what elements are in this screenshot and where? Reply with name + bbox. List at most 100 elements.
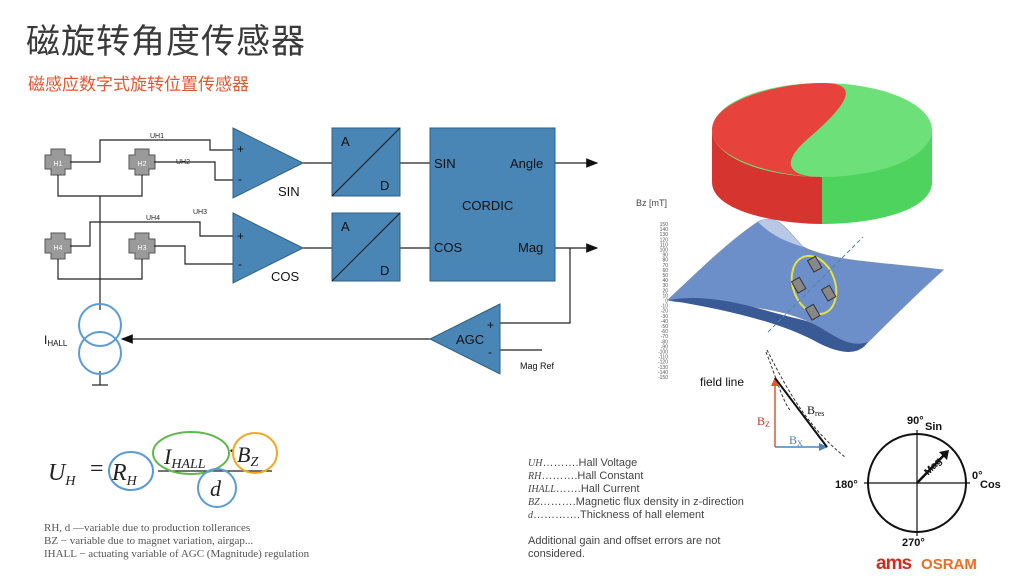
adc-cos-d: D [380,263,389,278]
formula-eq: = [90,456,104,482]
plot-tick-label: -100 [658,350,668,356]
company-logo: ams OSRAM [876,552,977,576]
adc-cos-a: A [341,219,350,234]
amp-cos-minus: - [238,257,242,271]
adc-cos: A D [331,212,401,282]
formula-bz: BZ [237,442,258,470]
cordic-out-mag: Mag [518,240,543,255]
formula-rh: RH [111,460,138,489]
cordic-label: CORDIC [462,198,513,213]
hall-sensor-h3: H3 [128,232,156,260]
plot-ticks: 1501401301201101009080706050403020100-10… [658,222,668,381]
footnote: Additional gain and offset errors are no… [528,535,721,560]
plot-axis-label: Bz [mT] [636,198,667,208]
amp-cos-plus: + [237,229,244,243]
hall-sensor-h2: H2 [128,148,156,176]
formula-rh-circle [108,451,154,491]
circle-90-label: 90° [907,415,924,427]
voltage-uh4: UH4 [146,215,160,222]
amp-sin-plus: + [237,142,244,156]
plot-tick-label: 50 [662,273,668,279]
symbol-legend: UH……….Hall Voltage RH……….Hall Constant I… [528,457,744,522]
note-line: IHALL − actuating variable of AGC (Magni… [44,548,310,560]
mag-ref-label: Mag Ref [520,361,555,371]
ihall-label: IHALL [44,333,68,348]
circle-sin-label: Sin [925,421,942,433]
cordic-in-cos: COS [434,240,463,255]
legend-row: IHALL…….Hall Current [528,483,640,495]
formula-dot: · [228,438,235,463]
plot-tick-label: -60 [661,329,668,335]
cordic-in-sin: SIN [434,156,456,171]
hall-formula: UH = RH IHALL · BZ d [48,431,278,508]
plot-tick-label: -80 [661,339,668,345]
legend-row: RH……….Hall Constant [528,470,644,482]
plot-tick-label: -10 [661,304,668,310]
plot-tick-label: 140 [660,227,669,233]
circle-0-label: 0° [972,470,983,482]
agc-plus: + [487,318,494,332]
plot-tick-label: -130 [658,365,668,371]
plot-tick-label: 100 [660,248,669,254]
magnet-disc [712,83,932,224]
cordic-block: CORDIC SIN COS Angle Mag [429,127,556,282]
vector-diagram: BZ BX Bres [757,349,846,458]
hall-h3-label: H3 [138,245,147,252]
hall-h1-label: H1 [54,161,63,168]
osram-logo: OSRAM [921,555,977,573]
plot-tick-label: -110 [658,355,668,361]
plot-tick-label: 0 [665,299,668,305]
adc-sin: A D [331,127,401,197]
amp-sin-minus: - [238,172,242,186]
hall-h2-label: H2 [138,161,147,168]
adc-sin-d: D [380,178,389,193]
formula-ihall-circle [152,431,230,475]
voltage-uh2: UH2 [176,159,190,166]
plot-tick-label: 60 [662,268,668,274]
agc-label: AGC [456,332,484,347]
hall-sensor-h4: H4 [44,232,72,260]
plot-tick-label: -140 [658,370,668,376]
plot-tick-label: 30 [662,283,668,289]
formula-uh: UH [48,460,76,489]
plot-tick-label: -150 [658,375,668,381]
amp-cos-label: COS [271,269,300,284]
plot-tick-label: 130 [660,232,669,238]
agc-amplifier: AGC + - [428,303,501,375]
voltage-uh3: UH3 [193,209,207,216]
note-line: BZ − variable due to magnet variation, a… [44,535,254,547]
voltage-uh1: UH1 [150,133,164,140]
formula-d-circle [197,468,237,508]
plot-tick-label: 120 [660,237,669,243]
agc-minus: - [488,345,492,359]
plot-tick-label: 80 [662,258,668,264]
note-line: RH, d —variable due to production toller… [44,522,251,534]
formula-d: d [210,476,222,501]
legend-row: BZ……….Magnetic flux density in z-directi… [528,496,744,508]
ams-logo: ams [876,553,912,574]
current-source [78,303,122,375]
plot-tick-label: -40 [661,319,668,325]
plot-tick-label: 110 [660,242,668,248]
vector-bx-label: BX [789,433,803,448]
plot-tick-label: -90 [661,344,668,350]
vector-bz-label: BZ [757,414,770,429]
plot-tick-label: 20 [662,288,668,294]
formula-notes: RH, d —variable due to production toller… [44,522,309,561]
legend-row: d………….Thickness of hall element [528,509,705,521]
unit-circle: 90° Sin 0° Cos 180° 270° Mag [835,415,1001,547]
amplifier-sin: + - SIN [232,127,305,199]
plot-tick-label: 150 [660,222,669,228]
page-title: 磁旋转角度传感器 [26,22,306,62]
plot-tick-label: 40 [662,278,668,284]
circle-270-label: 270° [902,537,925,547]
plot-tick-label: -120 [658,360,668,366]
plot-tick-label: -70 [661,334,668,340]
field-line-label: field line [700,375,744,389]
plot-tick-label: 10 [662,293,668,299]
hall-sensor-h1: H1 [44,148,72,176]
page-subtitle: 磁感应数字式旋转位置传感器 [28,75,249,95]
cordic-out-angle: Angle [510,156,543,171]
plot-tick-label: 70 [662,263,668,269]
hall-h4-label: H4 [54,245,63,252]
